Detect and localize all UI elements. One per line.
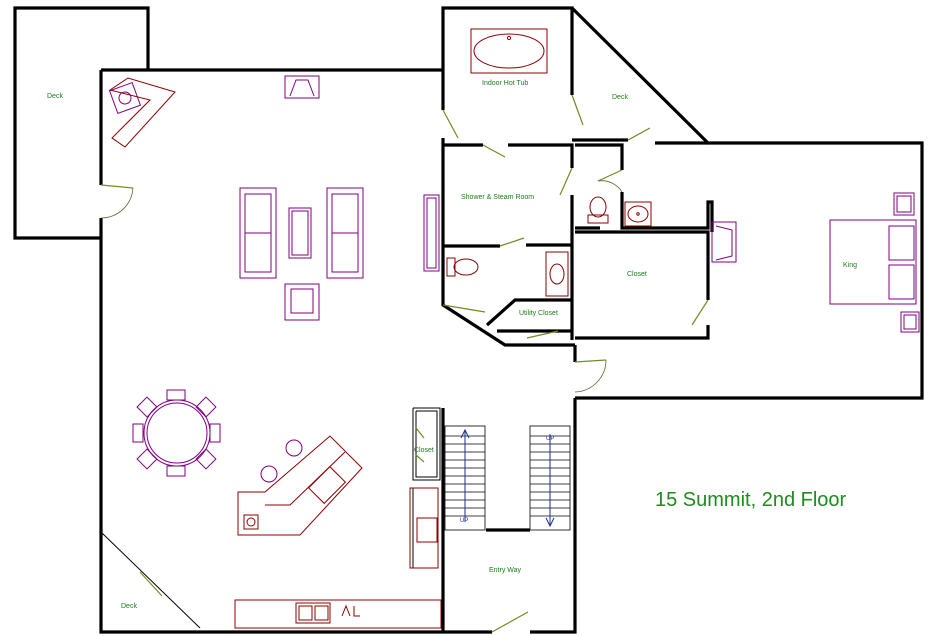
label-closet-mid: Closet <box>627 271 647 278</box>
interior-walls <box>412 143 714 632</box>
label-shower: Shower & Steam Room <box>461 194 534 201</box>
kitchen-counter <box>234 487 442 629</box>
kitchen-island <box>237 435 363 536</box>
label-entry-way: Entry Way <box>489 567 522 574</box>
hot-tub <box>470 28 548 74</box>
label-deck-ne: Deck <box>612 94 628 101</box>
doors <box>100 94 709 633</box>
label-stair-up-left: UP <box>460 518 468 524</box>
exterior-walls <box>13 6 924 634</box>
label-utility-closet: Utility Closet <box>519 310 558 317</box>
fireplace-corner <box>108 77 176 148</box>
range-hood-top <box>284 75 320 99</box>
king-bed <box>711 192 920 333</box>
label-stair-up-right: UP <box>546 436 554 442</box>
label-deck-nw: Deck <box>47 93 63 100</box>
label-deck-sw: Deck <box>121 603 137 610</box>
room-labels: Deck Indoor Hot Tub Deck Shower & Steam … <box>47 80 857 610</box>
right-staircase <box>529 425 571 531</box>
bath-fixtures <box>446 196 652 297</box>
plan-title: 15 Summit, 2nd Floor <box>655 489 847 511</box>
dining-table <box>132 389 221 477</box>
label-king: King <box>843 262 857 269</box>
living-room-furniture <box>239 187 440 321</box>
label-hot-tub: Indoor Hot Tub <box>482 80 528 87</box>
left-staircase <box>444 425 486 531</box>
label-closet-stair: Closet <box>414 447 434 454</box>
